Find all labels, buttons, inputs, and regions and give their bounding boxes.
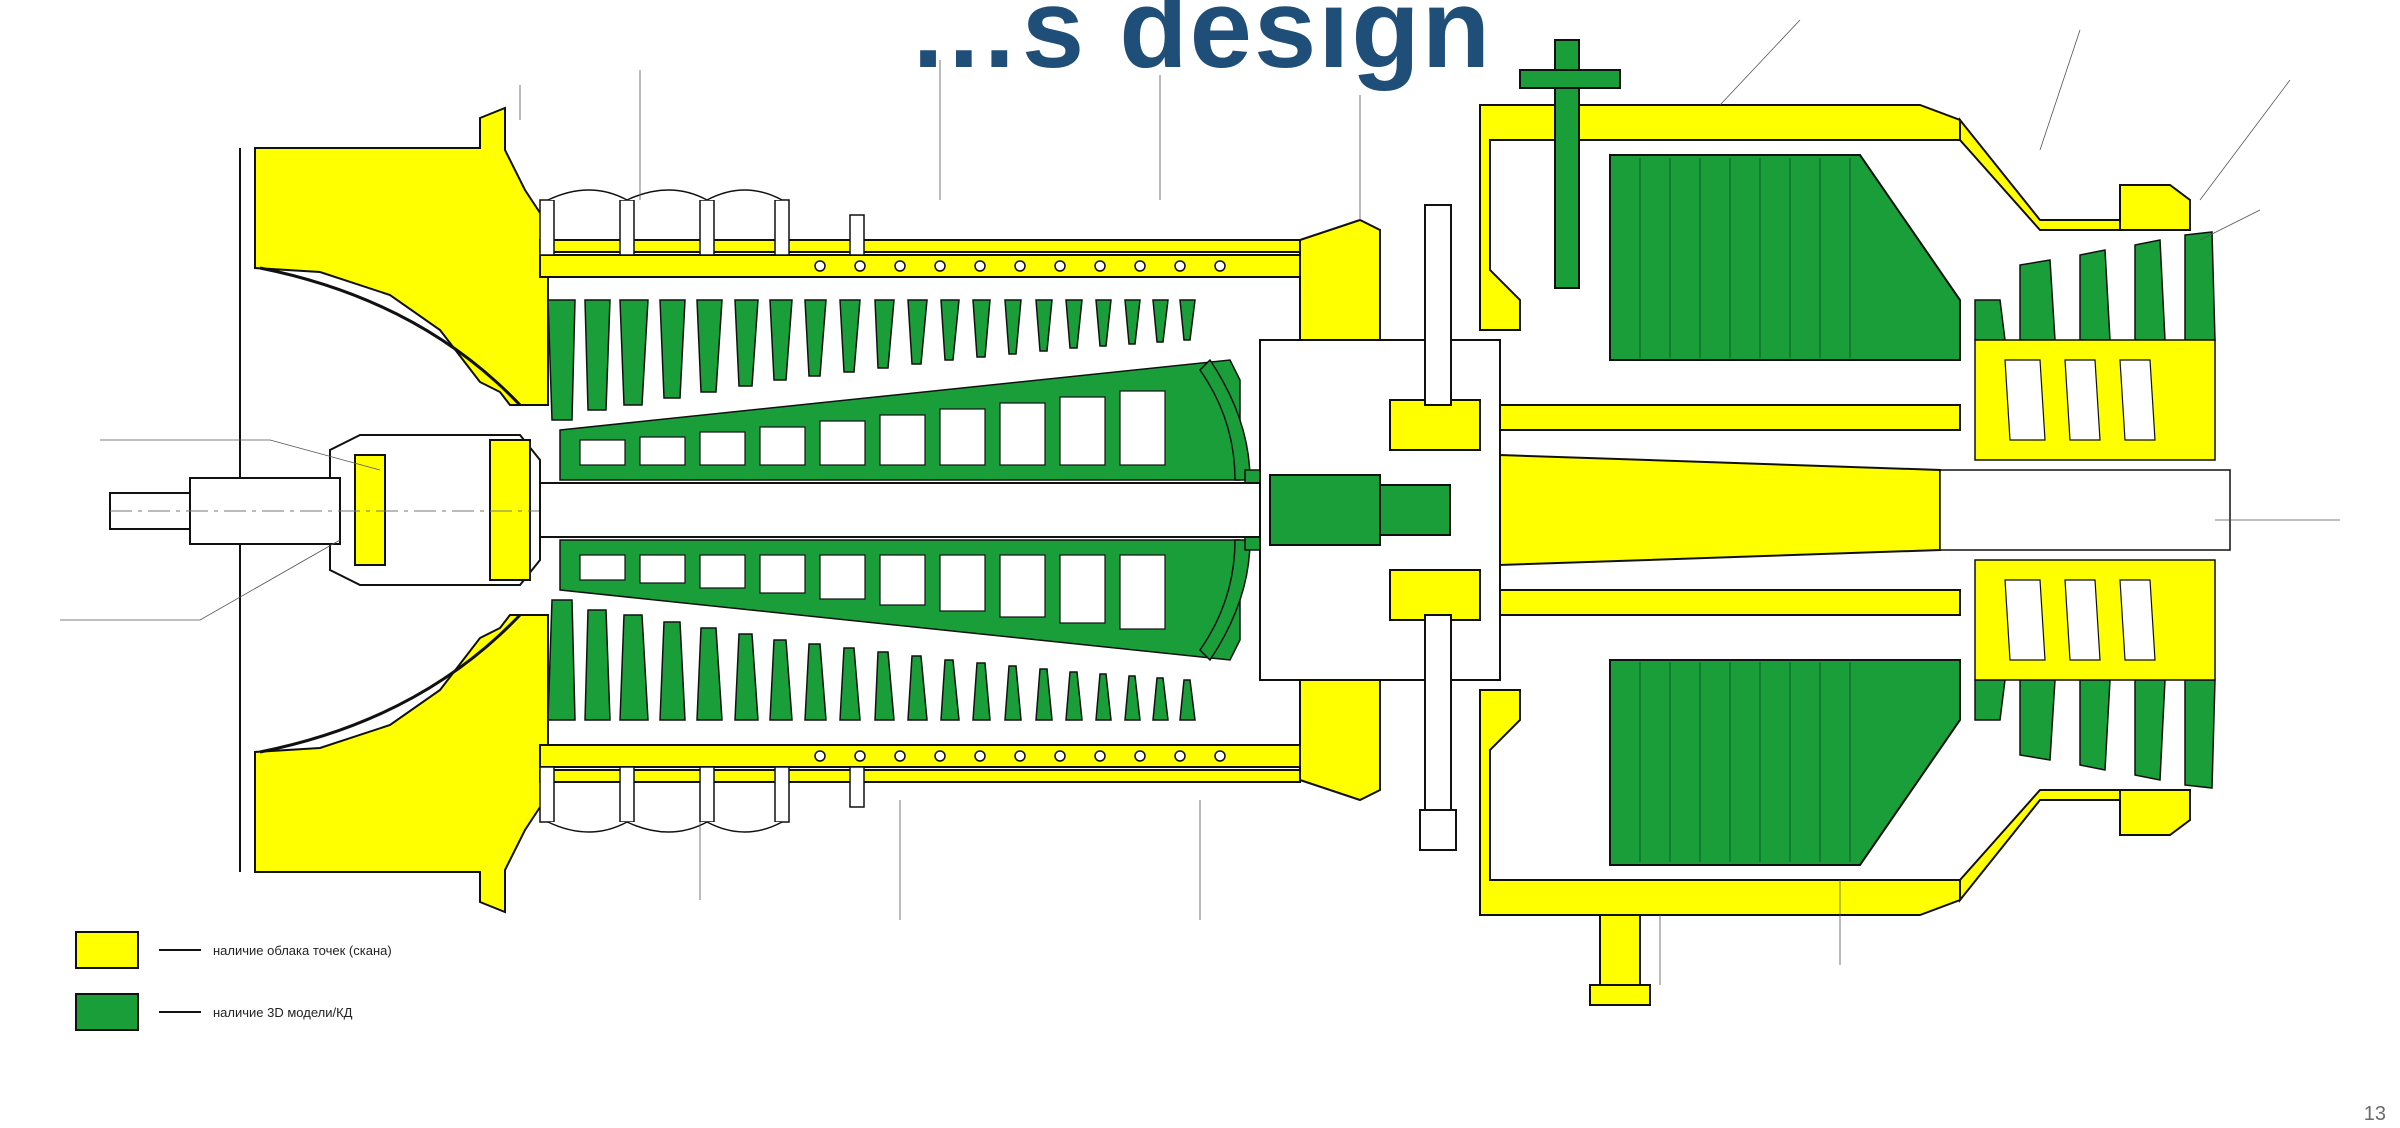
combustor-upper — [1609, 154, 1961, 361]
mid-shaft — [1269, 474, 1451, 546]
compressor-casing-lower — [539, 744, 1301, 783]
inlet-casing-lower — [254, 614, 549, 914]
compressor-stages-lower — [547, 599, 1196, 721]
legend-swatch-green — [75, 993, 139, 1031]
bearing-housing — [1299, 218, 1481, 802]
turbine-inner-section — [1499, 404, 1961, 616]
compressor-stages-upper — [547, 299, 1196, 421]
combustor-casing-lower — [1479, 689, 2191, 916]
vane-actuators — [539, 189, 865, 833]
drain-pipe — [1589, 914, 1651, 1006]
input-shaft — [109, 477, 1400, 545]
combustor-lower — [1609, 659, 1961, 866]
vertical-strut — [1419, 204, 1457, 851]
callout-leaders — [60, 19, 2340, 985]
legend-label-scan: наличие облака точек (скана) — [213, 942, 392, 958]
combustor-casing-upper — [1479, 104, 2191, 331]
legend-label-model: наличие 3D модели/КД — [213, 1004, 353, 1020]
inlet-hub — [329, 434, 541, 586]
rotor-disc-cavities — [579, 390, 1166, 630]
turbine-stages-lower — [1974, 679, 2216, 789]
legend-item-model: наличие 3D модели/КД — [75, 992, 352, 1032]
legend-item-scan: наличие облака точек (скана) — [75, 930, 392, 970]
legend-dash — [159, 949, 201, 951]
turbine-stages-upper — [1974, 231, 2216, 341]
inlet-casing-upper — [254, 106, 549, 406]
compressor-casing-upper — [539, 239, 1331, 278]
slide-title: …s design — [907, 0, 1493, 91]
legend-swatch-yellow — [75, 931, 139, 969]
fuel-injector — [1519, 39, 1621, 289]
page-number: 13 — [2363, 1103, 2386, 1125]
legend-dash — [159, 1011, 201, 1013]
